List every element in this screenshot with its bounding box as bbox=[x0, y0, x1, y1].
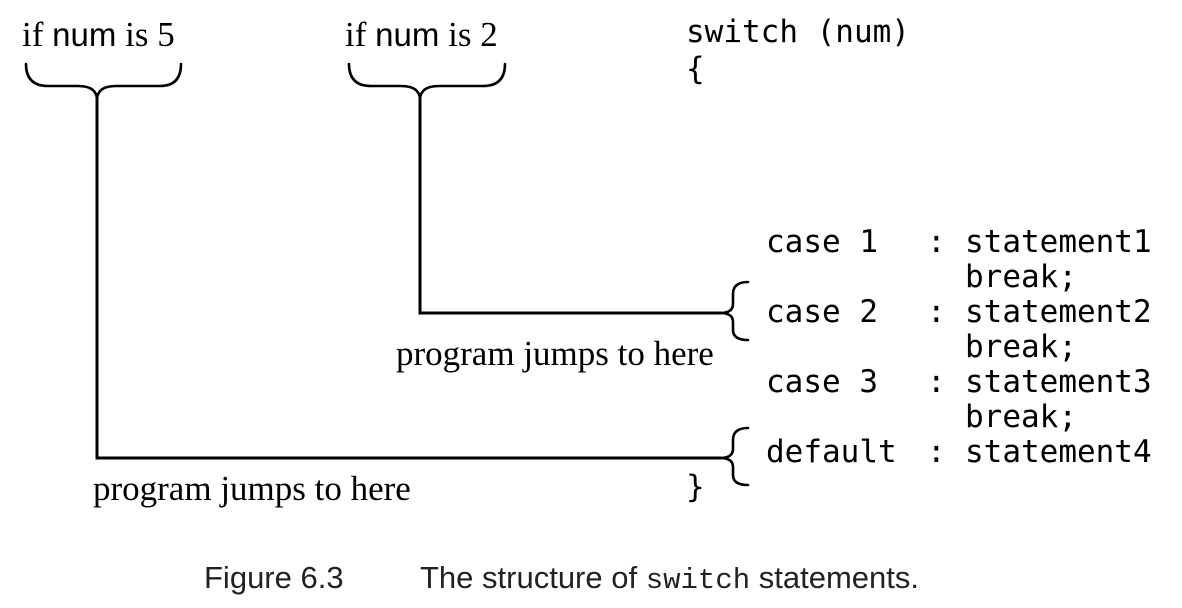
condition-suffix: is 5 bbox=[116, 15, 174, 54]
condition-suffix: is 2 bbox=[439, 15, 497, 54]
jump-line-case-2 bbox=[418, 98, 722, 315]
condition-keyword: num bbox=[52, 16, 116, 53]
code-case-break: break; bbox=[965, 399, 1077, 435]
jump-label-case-2: program jumps to here bbox=[396, 334, 714, 373]
code-case-statement: statement4 bbox=[965, 434, 1152, 470]
underbrace-left bbox=[24, 62, 183, 101]
condition-prefix: if bbox=[345, 15, 375, 54]
code-case-label: case 1 bbox=[766, 224, 878, 260]
code-case-statement: statement3 bbox=[965, 364, 1152, 400]
figure-caption: Figure 6.3 The structure of switch statem… bbox=[204, 560, 919, 597]
caption-text-after: statements. bbox=[750, 560, 919, 595]
code-case-statement: statement1 bbox=[965, 224, 1152, 260]
code-case-colon: : bbox=[927, 294, 946, 330]
code-block: switch (num) { case 1 : statement1 break… bbox=[686, 14, 1152, 505]
brace-pointer-default bbox=[719, 426, 750, 487]
code-case-statement: statement2 bbox=[965, 294, 1152, 330]
caption-text-before: The structure of bbox=[420, 560, 646, 595]
condition-label-num-5: if num is 5 bbox=[22, 15, 175, 54]
code-default-label: default bbox=[766, 434, 897, 470]
code-case-label: case 3 bbox=[766, 364, 878, 400]
code-switch-header: switch (num) bbox=[686, 14, 910, 50]
condition-label-num-2: if num is 2 bbox=[345, 15, 498, 54]
code-case-break: break; bbox=[965, 329, 1077, 365]
figure-number: Figure 6.3 bbox=[204, 560, 344, 595]
code-case-break: break; bbox=[965, 259, 1077, 295]
code-case-colon: : bbox=[927, 434, 946, 470]
code-case-label: case 2 bbox=[766, 294, 878, 330]
code-open-brace: { bbox=[686, 51, 705, 87]
condition-prefix: if bbox=[22, 15, 52, 54]
code-close-brace: } bbox=[686, 469, 705, 505]
underbrace-mid bbox=[347, 62, 507, 101]
code-case-colon: : bbox=[927, 224, 946, 260]
brace-pointer-case-2 bbox=[719, 280, 750, 342]
jump-line-default bbox=[95, 98, 722, 460]
jump-label-default: program jumps to here bbox=[93, 469, 411, 508]
code-case-colon: : bbox=[927, 364, 946, 400]
caption-code-word: switch bbox=[646, 564, 750, 597]
condition-keyword: num bbox=[375, 16, 439, 53]
